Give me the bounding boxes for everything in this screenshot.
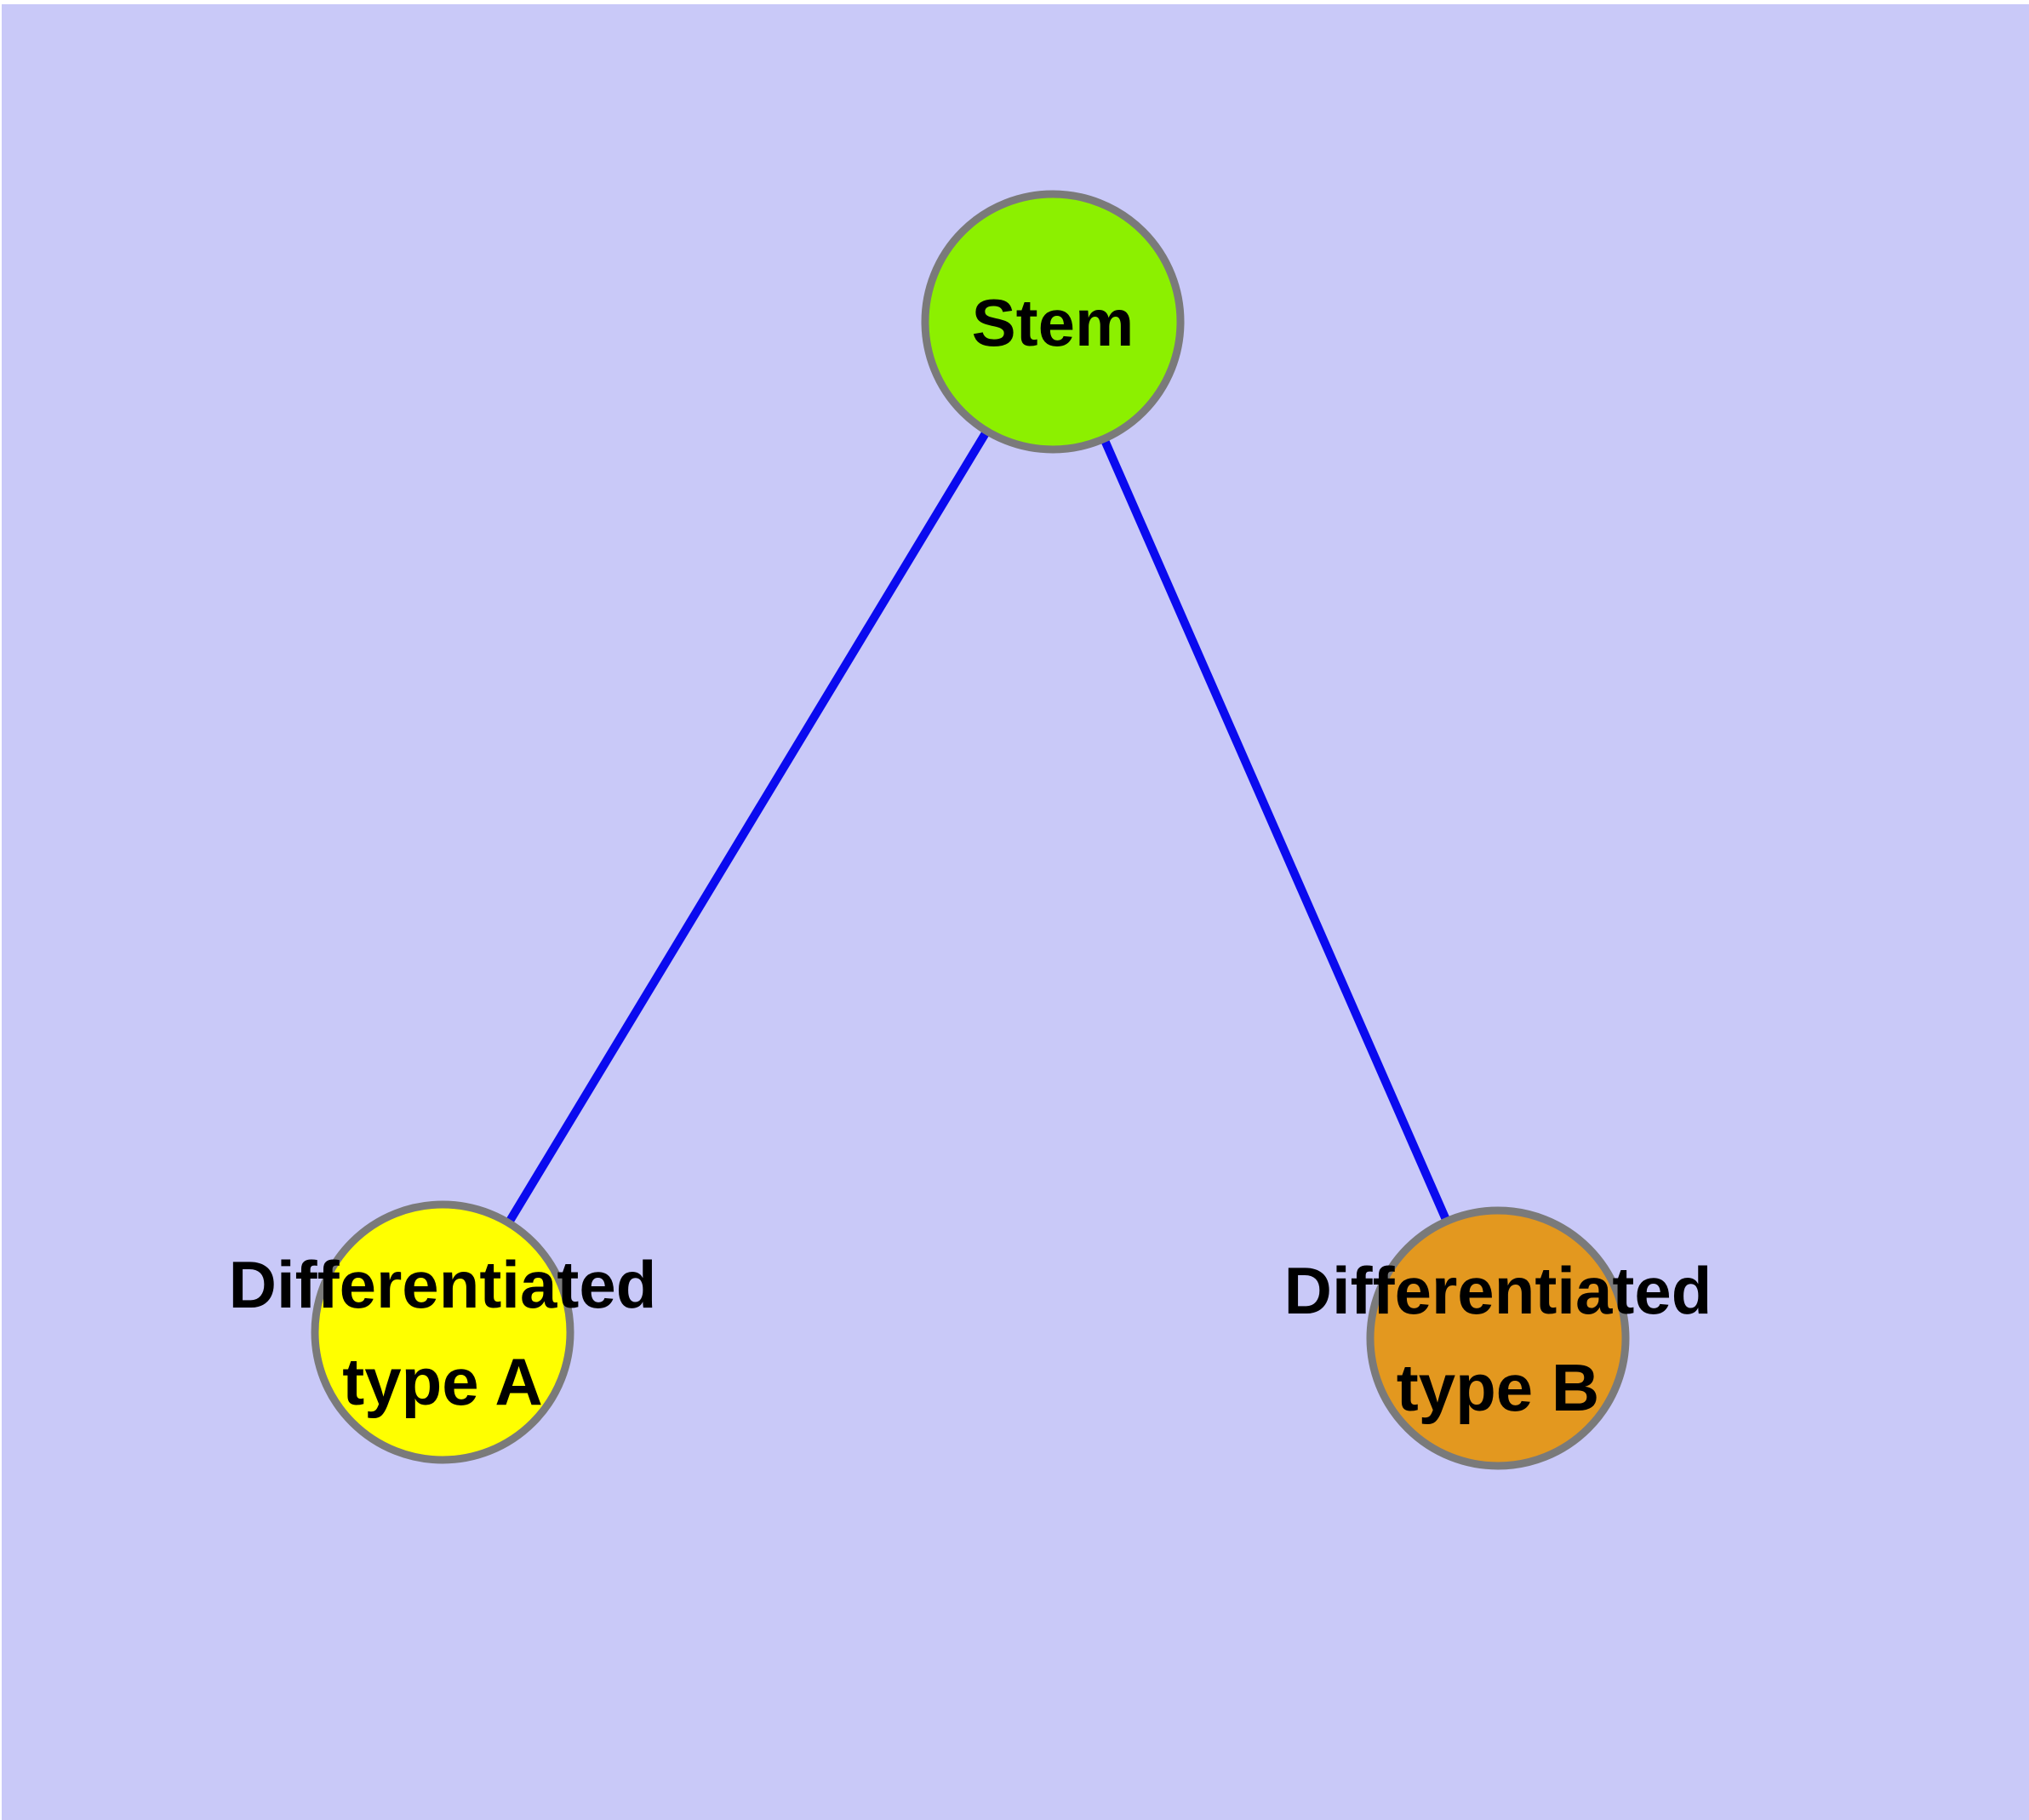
node-diff_b-label-line: Differentiated (1284, 1253, 1712, 1328)
node-stem-label: Stem (972, 285, 1135, 360)
node-stem-circle (921, 190, 1185, 454)
edge-stem-to-diff_b (1049, 319, 1502, 1341)
node-diff_a-label: Differentiated type A (229, 1247, 657, 1419)
node-stem-label-line: Stem (972, 285, 1135, 360)
node-diff_a-label-line: Differentiated (229, 1247, 657, 1322)
node-diff_a-circle (311, 1200, 574, 1464)
edge-layer (438, 319, 1502, 1341)
node-diff_b-label: Differentiated type B (1284, 1253, 1712, 1425)
edge-stem-to-diff_a (438, 319, 1057, 1335)
node-diff_b-circle (1366, 1206, 1630, 1470)
node-diff_b-label-line: type B (1397, 1350, 1599, 1425)
node-diff_a-label-line: type A (342, 1344, 543, 1419)
node-layer (311, 190, 1630, 1470)
